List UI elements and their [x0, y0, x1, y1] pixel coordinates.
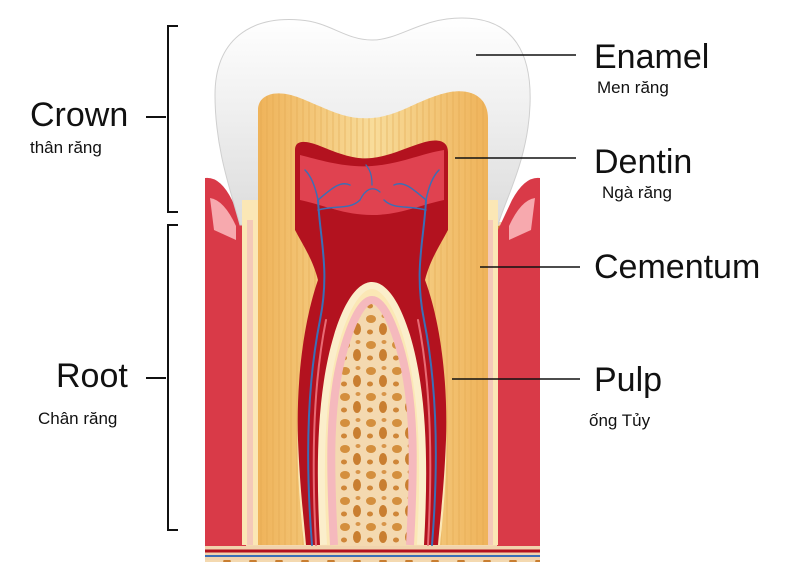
blood-vessels	[304, 164, 440, 546]
crown-vi-label: thân răng	[30, 138, 102, 157]
crown-bracket	[146, 25, 178, 213]
dentin-label: Dentin	[594, 143, 693, 181]
root-bracket	[146, 224, 178, 531]
dentin-vi-label: Ngà răng	[602, 183, 672, 202]
root-label: Root	[56, 357, 128, 395]
enamel-label: Enamel	[594, 38, 710, 76]
cementum-label: Cementum	[594, 248, 761, 286]
pulp-label: Pulp	[594, 361, 663, 399]
crown-label: Crown	[30, 96, 129, 134]
pulp-vi-label: ống Tủy	[589, 411, 651, 430]
root-vi-label: Chân răng	[38, 409, 118, 428]
inter-root-bone	[331, 300, 413, 545]
enamel-vi-label: Men răng	[597, 78, 669, 97]
base-vessels	[205, 546, 540, 560]
